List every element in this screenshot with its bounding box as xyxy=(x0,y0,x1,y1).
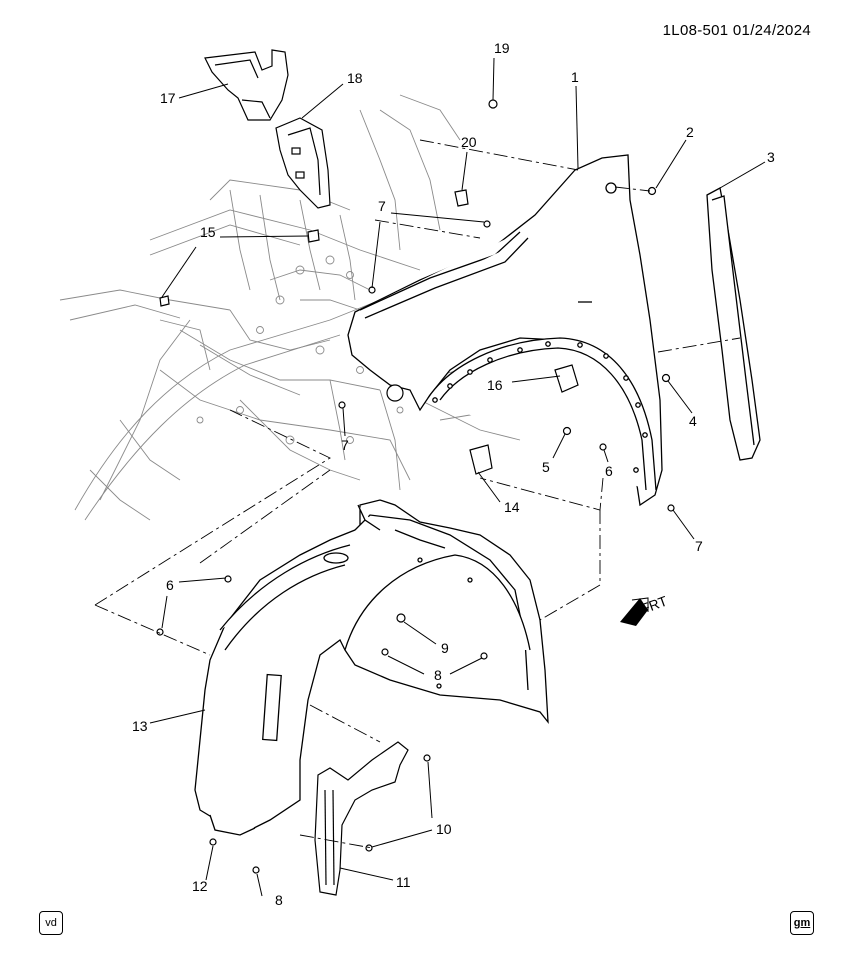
callout-6-liner: 6 xyxy=(166,577,174,593)
molding-part-3 xyxy=(706,187,761,461)
callout-5: 5 xyxy=(542,459,550,475)
callout-6-fender: 6 xyxy=(605,463,613,479)
callout-10: 10 xyxy=(436,821,452,837)
guide-lines xyxy=(94,139,741,849)
callout-19: 19 xyxy=(494,40,510,56)
callout-11: 11 xyxy=(396,874,411,890)
callout-14: 14 xyxy=(504,499,520,515)
bracket-part-14 xyxy=(469,444,493,475)
callout-4: 4 xyxy=(689,413,697,429)
callout-7-right: 7 xyxy=(695,538,703,554)
leader-lines xyxy=(149,57,766,897)
screw-part-10 xyxy=(423,754,431,762)
splash-shield-part-11 xyxy=(314,741,409,896)
diagram-id: 1L08-501 01/24/2024 xyxy=(662,22,811,39)
callout-16: 16 xyxy=(487,377,503,393)
callout-13: 13 xyxy=(132,718,148,734)
callout-7-mid: 7 xyxy=(341,437,349,453)
bracket-part-17 xyxy=(204,49,289,121)
nut-part-9 xyxy=(396,613,406,623)
callout-7-top: 7 xyxy=(378,198,386,214)
front-direction-arrow: FRT xyxy=(620,592,670,626)
callout-18: 18 xyxy=(347,70,363,86)
fasteners xyxy=(156,99,675,874)
callout-1: 1 xyxy=(571,69,579,85)
clip-part-6b xyxy=(224,575,232,583)
callout-2: 2 xyxy=(686,124,694,140)
bracket-part-16 xyxy=(554,364,579,393)
clip-part-4 xyxy=(661,373,671,383)
bracket-part-18 xyxy=(275,117,331,209)
fender-liner-part-13 xyxy=(194,499,549,836)
clip-part-5 xyxy=(562,426,572,436)
callout-20: 20 xyxy=(461,134,477,150)
screw-part-7 xyxy=(483,220,491,228)
frt-label: FRT xyxy=(639,592,670,616)
callout-15: 15 xyxy=(200,224,216,240)
callout-8-liner: 8 xyxy=(434,667,442,683)
clip-part-19 xyxy=(488,99,498,109)
gm-logo-badge: gm xyxy=(790,911,814,935)
fender-part-1 xyxy=(347,154,663,507)
vd-badge: vd xyxy=(39,911,63,935)
clip-part-6 xyxy=(599,443,607,451)
bolt-part-8 xyxy=(381,648,389,656)
callout-17: 17 xyxy=(160,90,176,106)
bolt-part-8b xyxy=(252,866,260,874)
callout-8-bottom: 8 xyxy=(275,892,283,908)
clip-part-12 xyxy=(209,838,217,846)
bracket-part-20 xyxy=(454,189,469,207)
callout-12: 12 xyxy=(192,878,208,894)
callout-labels: 1 2 3 4 5 6 6 7 7 7 8 8 9 10 11 12 13 14… xyxy=(132,40,775,908)
callout-9: 9 xyxy=(441,640,449,656)
callout-3: 3 xyxy=(767,149,775,165)
